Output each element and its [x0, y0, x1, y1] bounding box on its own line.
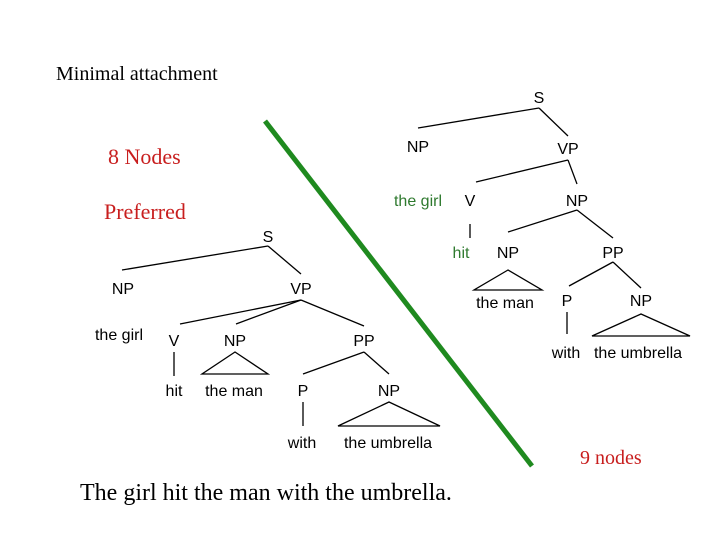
right-edge-np-pp: [576, 209, 614, 239]
left-edge-s-vp: [267, 245, 302, 275]
left-edge-vp-np: [235, 299, 302, 325]
left-word-with: with: [287, 435, 316, 452]
left-node-np-object: NP: [224, 333, 246, 350]
left-word-the-girl: the girl: [95, 327, 143, 344]
right-edge-vp-v: [475, 159, 569, 183]
right-tree: S NP VP the girl V NP hit NP PP the man …: [394, 90, 691, 362]
right-node-s: S: [534, 90, 545, 107]
right-edge-pp-p: [568, 261, 614, 287]
left-umbrella-triangle: [337, 401, 441, 427]
left-edge-s-np: [121, 245, 269, 271]
right-word-the-girl: the girl: [394, 193, 442, 210]
left-edge-vp-pp: [300, 299, 365, 327]
left-edge-pp-p: [302, 351, 365, 375]
left-word-hit: hit: [166, 383, 183, 400]
right-node-np-umbrella: NP: [630, 293, 652, 310]
left-edge-pp-np: [363, 351, 390, 375]
left-man-triangle: [199, 351, 271, 375]
right-edge-s-np: [417, 107, 540, 129]
left-tree: S NP VP the girl V NP PP hit the man P N…: [95, 229, 441, 452]
left-word-the-man: the man: [205, 383, 263, 400]
right-node-np: NP: [407, 139, 429, 156]
preferred-label: Preferred: [104, 199, 186, 224]
right-node-np-inner: NP: [497, 245, 519, 262]
divider-line: [263, 119, 534, 468]
right-man-triangle: [471, 269, 545, 291]
right-node-pp: PP: [602, 245, 623, 262]
right-word-with: with: [551, 345, 580, 362]
right-word-hit: hit: [453, 245, 470, 262]
right-word-the-man: the man: [476, 295, 534, 312]
left-node-np-umbrella: NP: [378, 383, 400, 400]
left-node-count: 8 Nodes: [108, 144, 181, 169]
left-word-the-umbrella: the umbrella: [344, 435, 432, 452]
right-edge-vp-np: [567, 159, 578, 185]
left-node-v: V: [169, 333, 180, 350]
right-word-the-umbrella: the umbrella: [594, 345, 682, 362]
right-edge-s-vp: [538, 107, 569, 137]
left-edge-vp-v: [179, 299, 302, 325]
right-edge-np-np: [507, 209, 578, 233]
left-node-pp: PP: [353, 333, 374, 350]
sentence-caption: The girl hit the man with the umbrella.: [80, 480, 452, 506]
left-node-s: S: [263, 229, 274, 246]
right-edge-pp-np: [612, 261, 642, 289]
right-node-vp: VP: [557, 141, 578, 158]
left-node-p: P: [298, 383, 309, 400]
left-node-np: NP: [112, 281, 134, 298]
left-node-vp: VP: [290, 281, 311, 298]
right-node-np-object: NP: [566, 193, 588, 210]
right-node-count: 9 nodes: [580, 447, 642, 469]
slide-title: Minimal attachment: [56, 63, 218, 85]
right-node-p: P: [562, 293, 573, 310]
right-node-v: V: [465, 193, 476, 210]
right-umbrella-triangle: [591, 313, 691, 337]
